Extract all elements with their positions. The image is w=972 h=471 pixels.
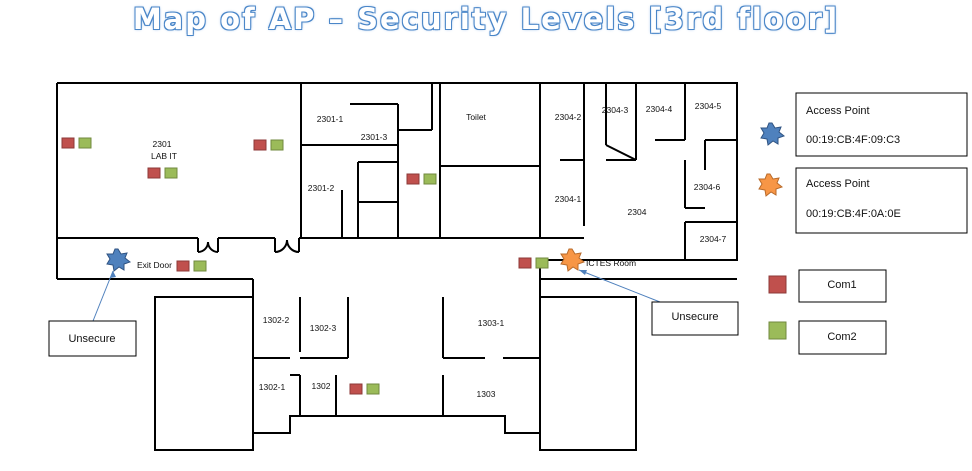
legend-orange-star-icon — [758, 173, 784, 197]
com1-marker — [349, 383, 363, 395]
unsecure-callout-left — [48, 320, 137, 357]
com1-marker — [406, 173, 420, 185]
com2-marker — [423, 173, 437, 185]
com2-marker — [535, 257, 549, 269]
room-label-2304-1: 2304-1 — [555, 194, 582, 204]
room-label-1303-1: 1303-1 — [478, 318, 505, 328]
legend-com2-box — [798, 320, 887, 355]
room-label-2304-2: 2304-2 — [555, 112, 582, 122]
legend-blue-star-icon — [760, 122, 786, 146]
com1-marker — [176, 260, 190, 272]
com2-marker — [270, 139, 284, 151]
page-title: Map of AP – Security Levels [3rd floor] — [132, 2, 840, 36]
room-label-toilet: Toilet — [466, 112, 486, 122]
orange-star-icon — [560, 248, 586, 272]
com1-marker — [61, 137, 75, 149]
room-label-1302-1: 1302-1 — [259, 382, 286, 392]
legend-ap2-mac: 00:19:CB:4F:0A:0E — [806, 208, 901, 220]
legend-com1-label: Com1 — [827, 279, 856, 291]
room-label-2304-6: 2304-6 — [694, 182, 721, 192]
room-label-2304-5: 2304-5 — [695, 101, 722, 111]
room-label-1302: 1302 — [312, 381, 331, 391]
com2-marker — [164, 167, 178, 179]
legend-com2-swatch — [768, 321, 787, 340]
legend-ap1-mac: 00:19:CB:4F:09:C3 — [806, 134, 900, 146]
room-label-2301-2: 2301-2 — [308, 183, 335, 193]
com1-marker — [147, 167, 161, 179]
unsecure-label-right: Unsecure — [671, 311, 718, 323]
legend-com1-swatch — [768, 275, 787, 294]
legend-com2-label: Com2 — [827, 331, 856, 343]
room-label-2304: 2304 — [628, 207, 647, 217]
room-label-2304-7: 2304-7 — [700, 234, 727, 244]
legend-ap2-box — [795, 167, 968, 234]
walls — [56, 82, 738, 451]
room-label-2301-1: 2301-1 — [317, 114, 344, 124]
legend-ap2-title: Access Point — [806, 178, 870, 190]
callout-arrowhead — [579, 270, 587, 275]
com2-marker — [78, 137, 92, 149]
blue-star-icon — [106, 248, 132, 272]
com1-marker — [518, 257, 532, 269]
room-label-2301-3: 2301-3 — [361, 132, 388, 142]
unsecure-callout-right — [651, 301, 739, 336]
unsecure-label-left: Unsecure — [68, 333, 115, 345]
room-label-1302-2: 1302-2 — [263, 315, 290, 325]
callout-arrowhead — [110, 271, 116, 278]
room-label-2304-4: 2304-4 — [646, 104, 673, 114]
com1-marker — [253, 139, 267, 151]
callout-arrow — [92, 270, 114, 322]
callout-arrow — [578, 269, 661, 303]
legend-com1-box — [798, 269, 887, 303]
com2-marker — [193, 260, 207, 272]
room-label-1302-3: 1302-3 — [310, 323, 337, 333]
room-label-1303: 1303 — [477, 389, 496, 399]
legend-ap1-title: Access Point — [806, 105, 870, 117]
room-label-2301: 2301 — [153, 139, 172, 149]
legend-ap1-box — [795, 92, 968, 157]
label-ictes-room: ICTES Room — [586, 258, 636, 268]
room-label-lab-it: LAB IT — [151, 151, 177, 161]
com2-marker — [366, 383, 380, 395]
room-label-2304-3: 2304-3 — [602, 105, 629, 115]
label-exit-door: Exit Door — [137, 260, 172, 270]
